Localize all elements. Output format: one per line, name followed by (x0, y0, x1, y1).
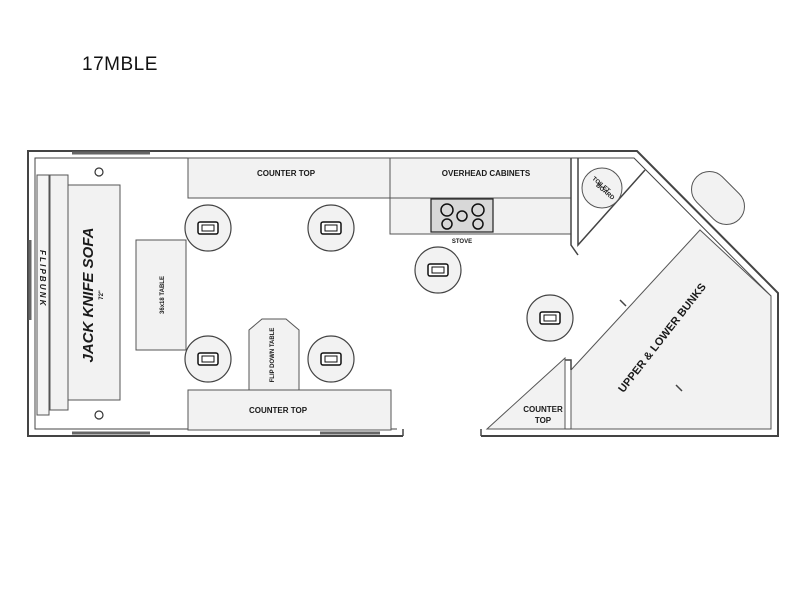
flip-down-table-label: FLIP DOWN TABLE (270, 328, 276, 383)
model-title: 17MBLE (82, 54, 158, 75)
fishing-hole-2 (307, 204, 355, 252)
fishing-hole-6 (526, 294, 574, 342)
table-label: 36x18 TABLE (160, 276, 166, 314)
exterior-spare (691, 171, 745, 225)
dinette-table: 36x18 TABLE (135, 239, 187, 351)
flip-bunk-label: F L I P B U N K (38, 250, 47, 307)
sofa-label: JACK KNIFE SOFA (80, 227, 97, 362)
toilet-board: TOILET BOARD (581, 167, 623, 209)
fishing-hole-4 (184, 335, 232, 383)
counter-top-upper-label: COUNTER TOP (257, 169, 316, 178)
overhead-cabinets-label: OVERHEAD CABINETS (442, 169, 531, 178)
sofa-size-label: 72" (99, 290, 105, 300)
counter-top-lower-label: COUNTER TOP (249, 406, 308, 415)
bathroom (570, 158, 646, 256)
counter-top-lower: COUNTER TOP (187, 389, 392, 431)
fishing-holes (184, 204, 574, 383)
fishing-hole-1 (184, 204, 232, 252)
flip-down-table: FLIP DOWN TABLE (248, 318, 300, 391)
flip-bunk: F L I P B U N K (36, 174, 50, 416)
upper-lower-bunks: UPPER & LOWER BUNKS (565, 229, 772, 430)
windows (28, 151, 380, 435)
stove: STOVE (430, 198, 494, 245)
counter-top-small: COUNTER TOP (485, 356, 566, 430)
fishing-hole-5 (307, 335, 355, 383)
stove-label: STOVE (452, 239, 472, 245)
counter-top-small-label-1: COUNTER (523, 405, 563, 414)
jack-knife-sofa: JACK KNIFE SOFA 72" (49, 167, 121, 420)
counter-top-upper: COUNTER TOP (187, 157, 391, 199)
counter-top-small-label-2: TOP (535, 416, 552, 425)
fishing-hole-3 (414, 246, 462, 294)
door-opening (402, 429, 482, 436)
